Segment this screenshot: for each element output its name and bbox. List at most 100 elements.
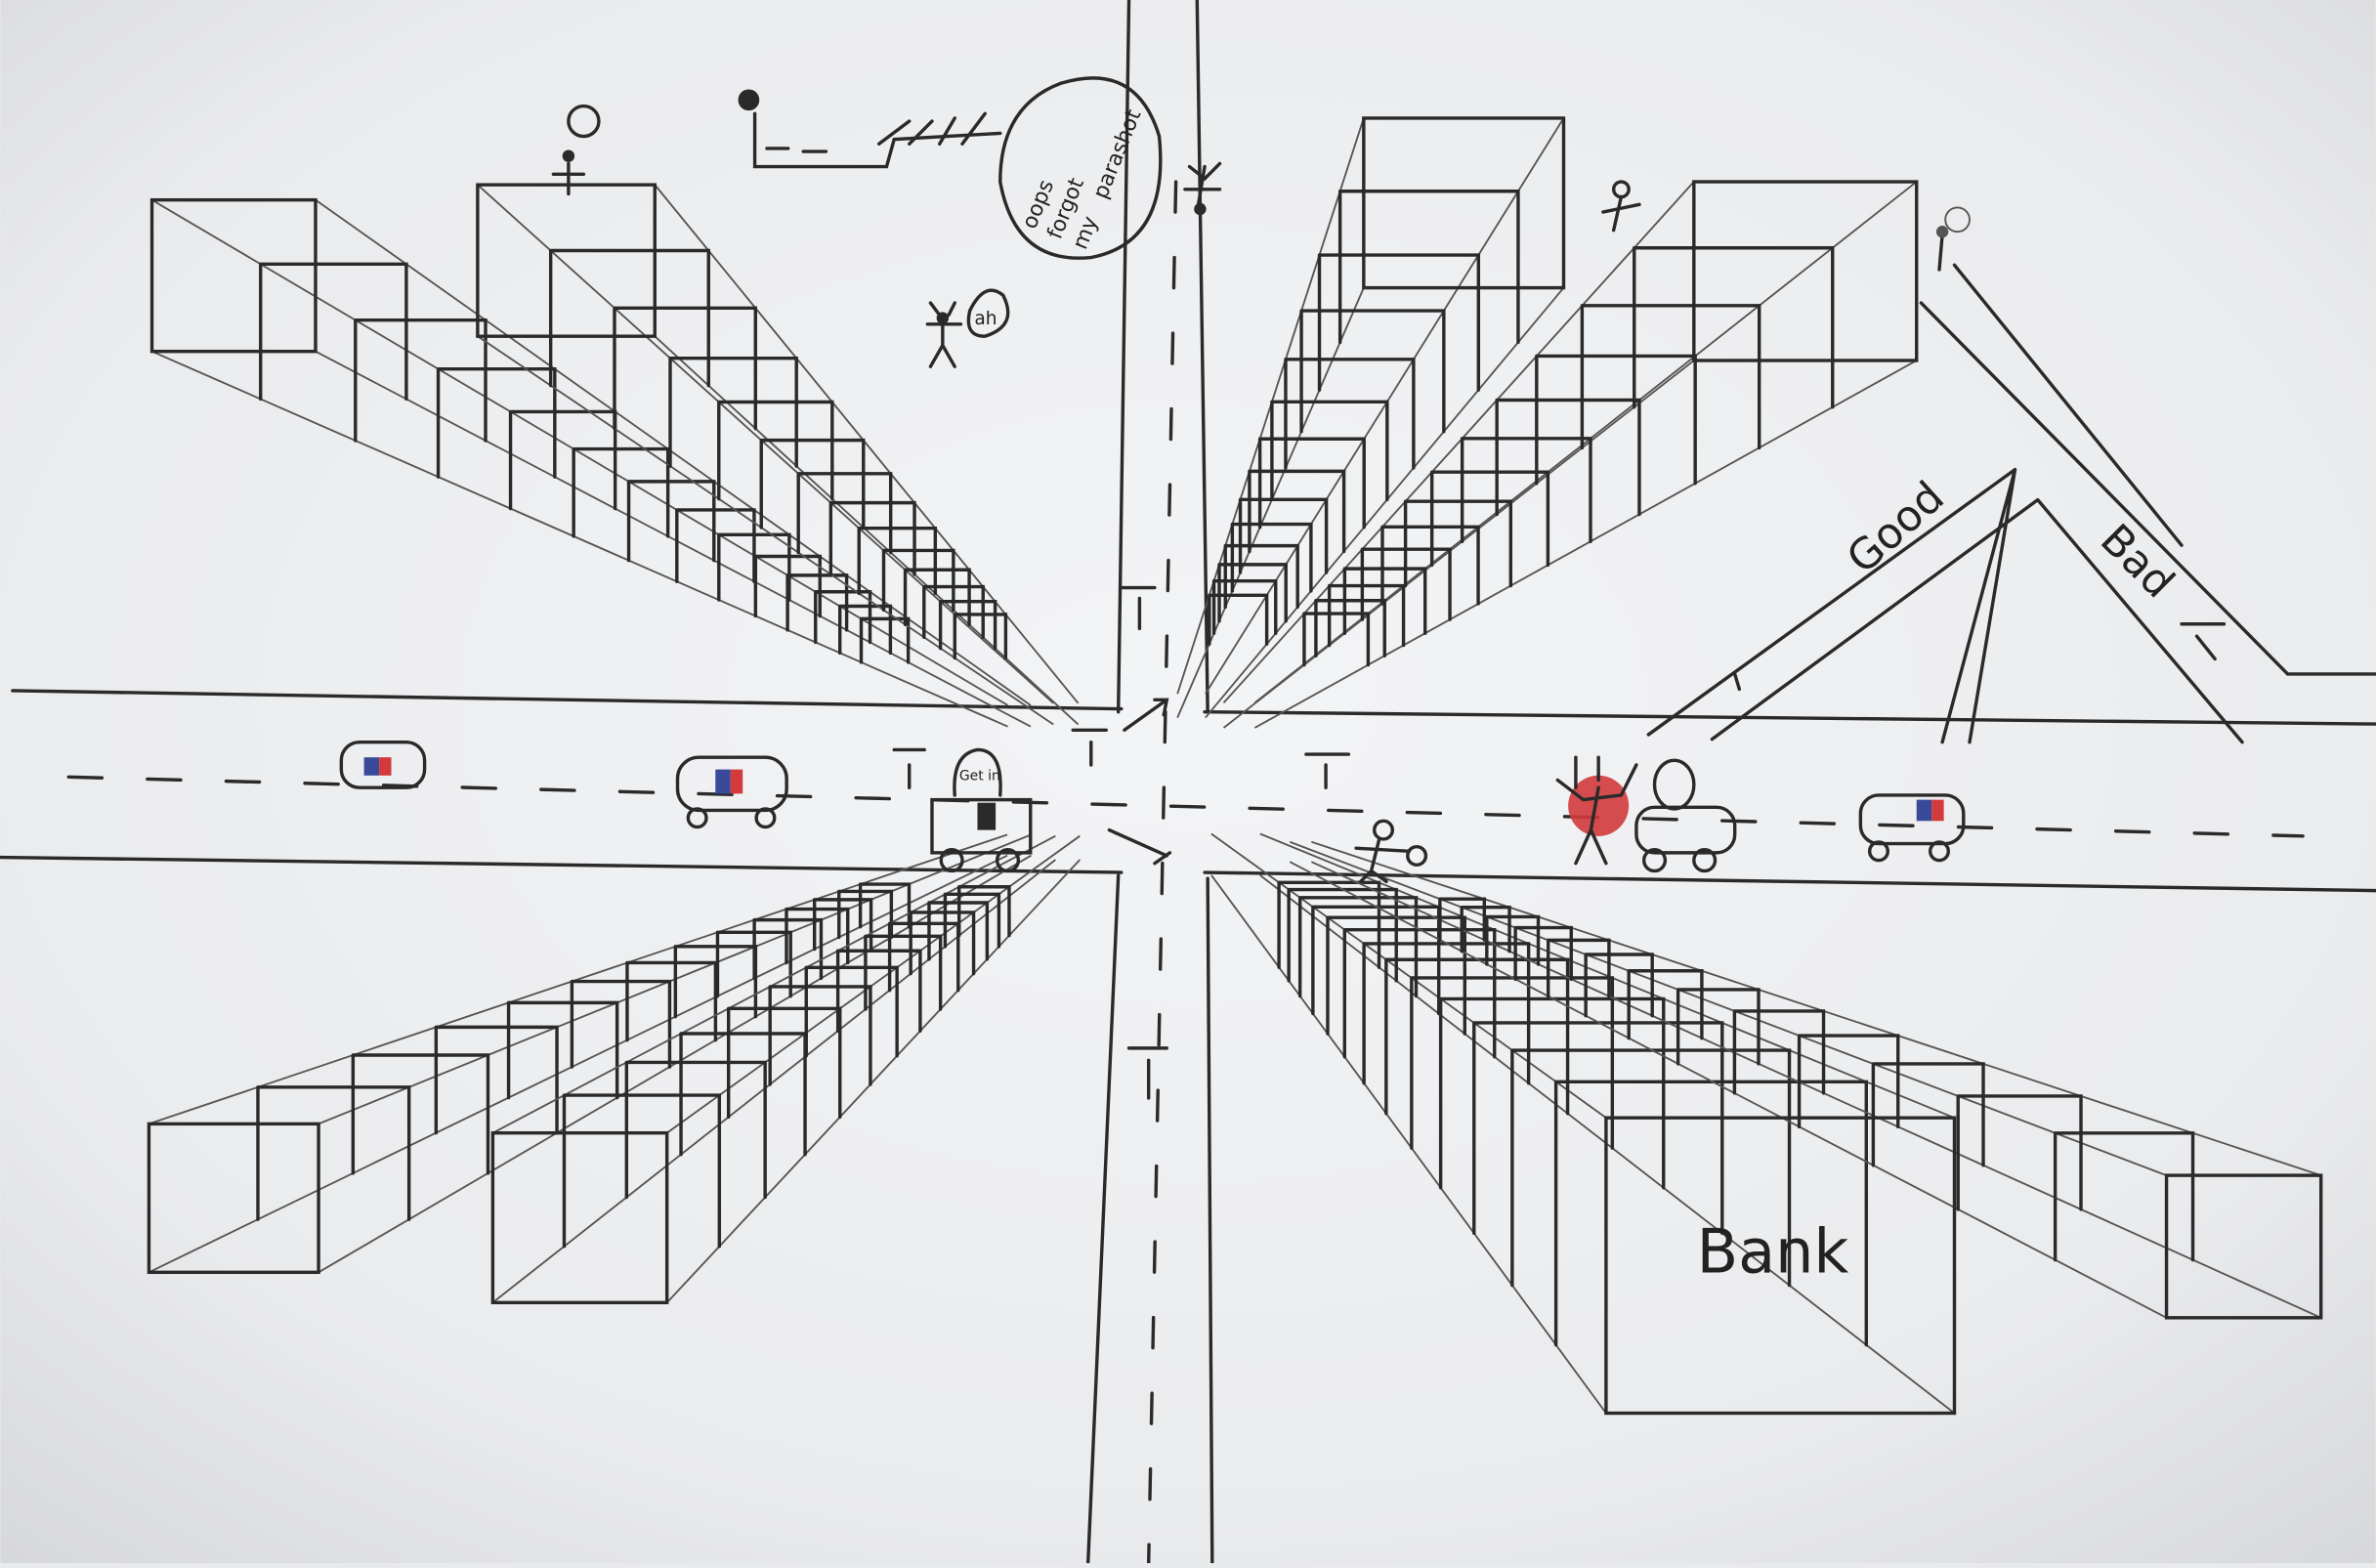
window-grid-line — [1238, 497, 1329, 574]
bank-building-front: Bank — [1604, 1116, 1957, 1416]
window-grid-line — [1460, 906, 1511, 954]
building-bank — [1210, 832, 1956, 1415]
window-grid-line — [1553, 1080, 1869, 1347]
building-bottom-right-2 — [1289, 840, 2323, 1320]
window-grid-line — [938, 600, 997, 651]
window-grid-line — [1277, 880, 1381, 969]
window-grid-line — [943, 892, 1001, 949]
window-grid-line — [903, 568, 971, 626]
window-grid-line — [1495, 398, 1641, 517]
window-grid-line — [753, 554, 822, 618]
building-top-left-2 — [476, 183, 1080, 726]
window-grid-line — [1460, 437, 1592, 543]
window-grid-line — [1327, 583, 1406, 648]
window-grid-line — [1546, 938, 1611, 998]
perspective-edge — [1205, 286, 1565, 719]
window-grid-line — [625, 960, 718, 1042]
perspective-edge — [1222, 181, 1695, 704]
window-grid-line — [1284, 358, 1416, 470]
bank-sign: Bank — [1697, 1215, 1849, 1287]
window-grid-line — [259, 262, 408, 402]
perspective-edge — [1310, 861, 2322, 1319]
window-grid-line — [624, 1060, 767, 1200]
window-grid-line — [1513, 925, 1573, 981]
window-grid-line — [1337, 190, 1520, 345]
window-grid-line — [1317, 253, 1481, 392]
window-grid-line — [927, 901, 990, 961]
police-car-3 — [1858, 793, 1966, 863]
window-grid-line — [1287, 887, 1398, 983]
building-front-face — [1692, 180, 1919, 362]
window-grid-line — [953, 613, 1008, 660]
red-robber-figure — [1568, 775, 1630, 836]
window-grid-line — [838, 604, 893, 656]
perspective-edge — [477, 335, 1054, 726]
window-grid-line — [506, 1000, 619, 1100]
window-grid-line — [562, 1093, 722, 1249]
window-grid-line — [256, 1085, 411, 1221]
perspective-edge — [1210, 874, 1607, 1415]
window-grid-line — [1217, 563, 1288, 623]
window-grid-line — [1732, 1009, 1826, 1095]
perspective-edge — [315, 198, 1032, 706]
window-grid-line — [572, 446, 670, 538]
perspective-edge — [1253, 360, 1918, 729]
window-grid-line — [859, 616, 911, 664]
police-car-1 — [339, 740, 427, 789]
window-grid-line — [1633, 246, 1835, 409]
perspective-edge — [1253, 181, 1918, 704]
window-grid-line — [785, 573, 849, 632]
window-grid-line — [1797, 1034, 1900, 1129]
building-front-face — [149, 197, 318, 354]
window-grid-line — [1211, 578, 1278, 635]
road-center-dashes — [66, 775, 2305, 838]
window-grid-line — [957, 885, 1011, 938]
window-grid-line — [922, 584, 985, 639]
window-grid-line — [1257, 437, 1366, 530]
police-car-2 — [675, 755, 788, 829]
window-grid-line — [570, 979, 672, 1069]
window-grid-line — [1342, 927, 1497, 1059]
window-grid-line — [1510, 1048, 1792, 1288]
window-grid-line — [717, 400, 834, 501]
perspective-edge — [491, 859, 1056, 1304]
window-grid-line — [1302, 612, 1371, 667]
window-grid-line — [881, 548, 955, 613]
window-grid-line — [1208, 593, 1269, 646]
window-grid-line — [717, 532, 791, 602]
window-grid-line — [1438, 897, 1487, 942]
window-grid-line — [1314, 599, 1386, 657]
window-grid-line — [1403, 499, 1513, 588]
vertical-road — [1085, 0, 1214, 1565]
street-stick-figures — [892, 585, 2227, 1100]
rooftop-stick-figures — [551, 89, 1971, 272]
perspective-edge — [151, 198, 1009, 706]
road-center-dashes-vertical — [1146, 180, 1178, 1565]
horizontal-road — [0, 689, 2376, 893]
window-grid-line — [2053, 1131, 2195, 1262]
window-grid-line — [1956, 1094, 2083, 1211]
window-grid-line — [1384, 957, 1570, 1116]
perspective-edge — [1210, 832, 1607, 1119]
perspective-edge — [1222, 360, 1695, 729]
window-grid-line — [1871, 1062, 1985, 1167]
stick-figure-ah: ah — [925, 288, 1010, 368]
building-bottom-left-2 — [490, 834, 1082, 1305]
perspective-edge — [666, 834, 1081, 1134]
building-top-right-2 — [1222, 180, 1919, 729]
window-grid-line — [626, 480, 716, 563]
building-front-face — [2164, 1173, 2323, 1320]
window-grid-line — [1380, 525, 1480, 606]
window-grid-line — [726, 1006, 842, 1120]
window-grid-line — [814, 590, 872, 645]
window-grid-line — [1270, 400, 1389, 502]
window-grid-line — [1472, 1021, 1724, 1236]
window-grid-line — [1410, 976, 1615, 1150]
window-grid-line — [1326, 915, 1466, 1036]
window-grid-line — [796, 472, 893, 555]
window-grid-line — [1362, 942, 1531, 1085]
window-grid-line — [1580, 304, 1761, 450]
perspective-edge — [665, 859, 1082, 1303]
building-front-face — [1362, 116, 1566, 290]
